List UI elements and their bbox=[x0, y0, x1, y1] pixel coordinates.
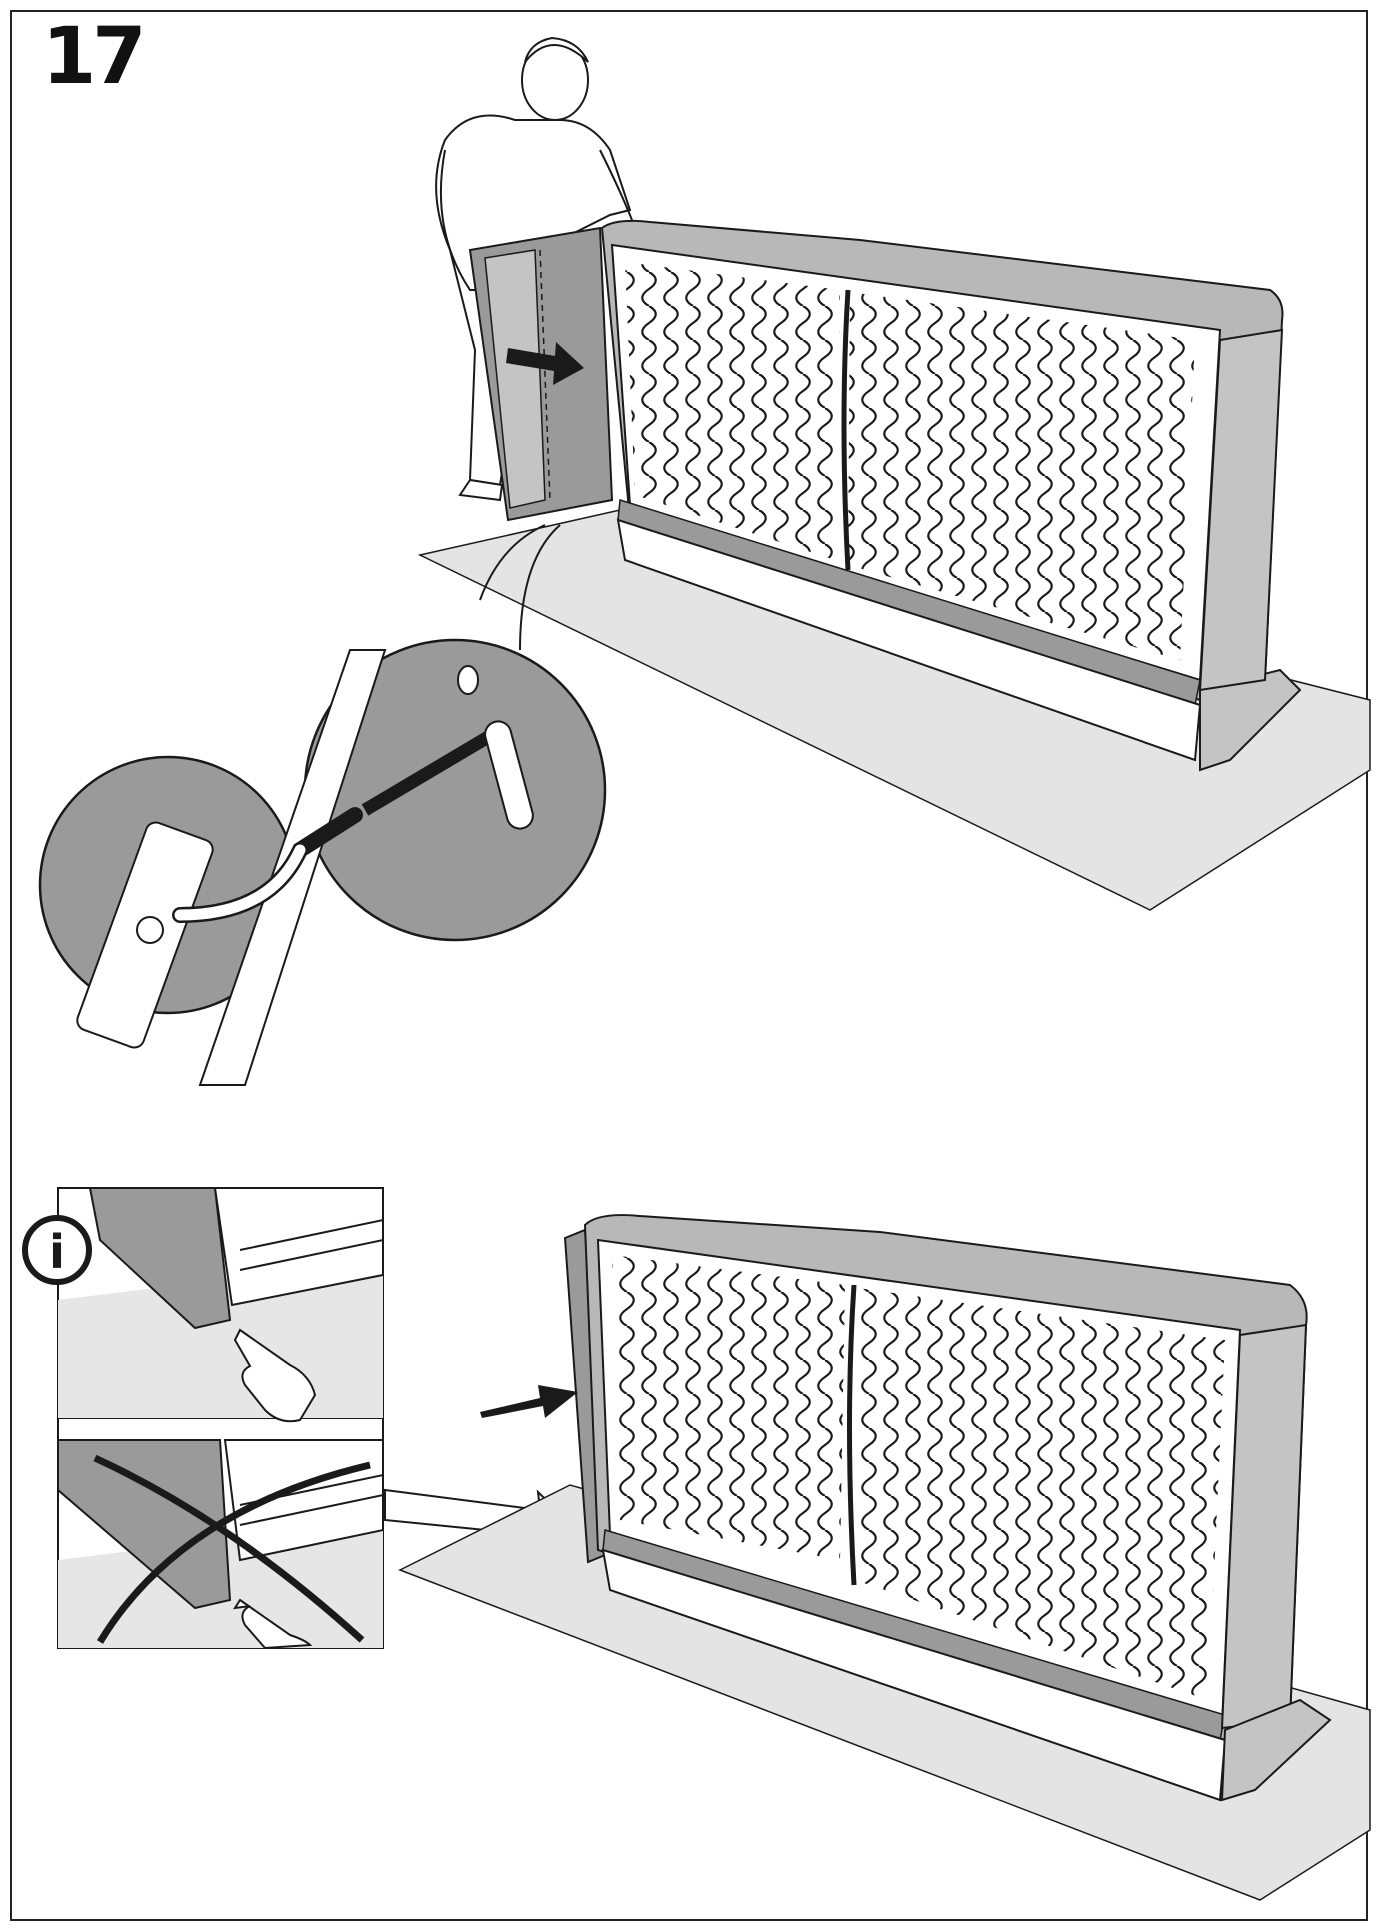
detail-callout bbox=[38, 524, 607, 1086]
top-scene bbox=[38, 36, 1371, 1086]
incorrect-detail bbox=[57, 1439, 384, 1650]
sofa-frame-top bbox=[600, 219, 1302, 772]
pointing-hand-icon bbox=[233, 1598, 313, 1650]
step-number: 17 bbox=[42, 12, 147, 102]
side-panel bbox=[468, 226, 614, 522]
push-arrow-icon bbox=[480, 1385, 578, 1418]
person-figure bbox=[435, 36, 633, 502]
push-arrow-icon bbox=[506, 342, 584, 385]
info-icon: i bbox=[22, 1215, 92, 1285]
info-glyph: i bbox=[49, 1225, 65, 1279]
correct-detail bbox=[58, 1187, 384, 1423]
pointing-hand-icon bbox=[233, 1328, 317, 1423]
bottom-scene bbox=[398, 1214, 1371, 1901]
floor-mat bbox=[417, 509, 1371, 911]
info-panels: i bbox=[22, 1187, 577, 1650]
cross-mark-icon bbox=[93, 1454, 365, 1643]
page-border bbox=[10, 10, 1368, 1921]
